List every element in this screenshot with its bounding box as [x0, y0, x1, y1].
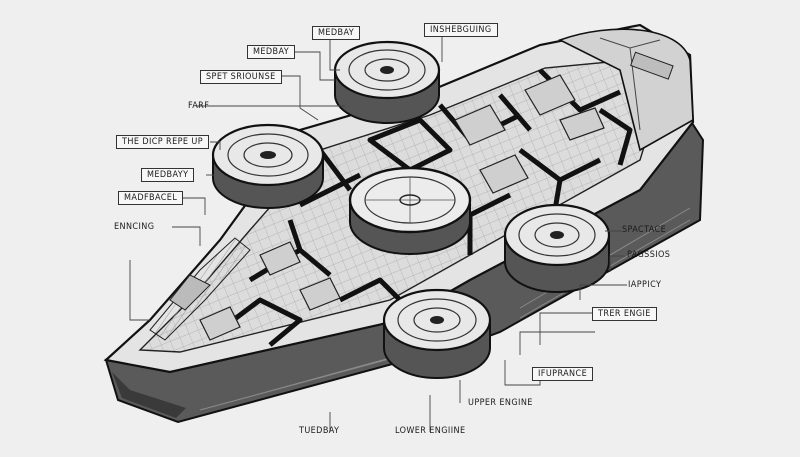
label-trer-engie: TRER ENGIE — [592, 307, 657, 321]
label-inshebguing: INSHEBGUING — [424, 23, 498, 37]
label-iappicy: IAPPICY — [628, 280, 662, 290]
label-medbay-left: MEDBAY — [247, 45, 296, 59]
label-medbay-top: MEDBAY — [312, 26, 361, 40]
label-the-dicp: THE DICP REPE UP — [116, 135, 209, 149]
label-spet-sriounse: SPET SRIOUNSE — [200, 70, 282, 84]
label-medbayy: MEDBAYY — [141, 168, 195, 182]
leader-lines — [129, 36, 627, 432]
label-lower-engine: LOWER ENGIINE — [395, 426, 466, 436]
turret-right — [503, 203, 611, 293]
label-pagssios: PAGSSIOS — [627, 250, 671, 260]
label-enncing: ENNCING — [114, 222, 155, 232]
turret-center — [348, 166, 472, 255]
label-tuedbay: TUEDBAY — [299, 426, 340, 436]
label-madfbacel: MADFBACEL — [118, 191, 184, 205]
label-spactace: SPACTACE — [622, 225, 667, 235]
turret-bottom — [382, 288, 492, 379]
turret-top — [333, 40, 441, 124]
room-rects — [199, 74, 605, 341]
label-ifuprance: IFUPRANCE — [532, 367, 594, 381]
label-farf: FARF — [188, 101, 210, 111]
label-upper-engine: UPPER ENGINE — [468, 398, 533, 408]
turret-left — [211, 123, 325, 209]
